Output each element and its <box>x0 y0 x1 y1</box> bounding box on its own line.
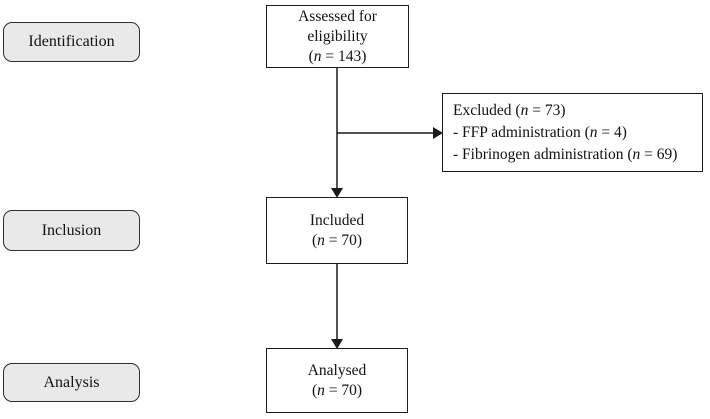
node-text-line: Included <box>309 211 365 229</box>
node-text-line: eligibility <box>307 27 368 45</box>
excluded-line: - FFP administration (n = 4) <box>453 123 627 141</box>
excluded-line: Excluded (n = 73) <box>453 101 566 119</box>
stage-label-analysis: Analysis <box>43 373 100 391</box>
node-assessed-for-eligibility: Assessed for eligibility (n = 143) <box>266 5 409 68</box>
node-excluded: Excluded (n = 73) - FFP administration (… <box>442 93 703 172</box>
node-text-line: Analysed <box>307 361 367 379</box>
node-n-count: (n = 70) <box>311 231 363 249</box>
node-n-count: (n = 70) <box>311 381 363 399</box>
node-included: Included (n = 70) <box>266 197 408 264</box>
stage-box-inclusion: Inclusion <box>3 210 140 251</box>
stage-box-identification: Identification <box>3 22 140 62</box>
node-text-line: Assessed for <box>298 7 377 25</box>
stage-label-identification: Identification <box>28 33 115 50</box>
stage-label-inclusion: Inclusion <box>41 221 102 239</box>
node-n-count: (n = 143) <box>308 47 367 65</box>
stage-box-analysis: Analysis <box>3 363 140 402</box>
excluded-line: - Fibrinogen administration (n = 69) <box>453 145 678 163</box>
node-analysed: Analysed (n = 70) <box>266 348 408 413</box>
